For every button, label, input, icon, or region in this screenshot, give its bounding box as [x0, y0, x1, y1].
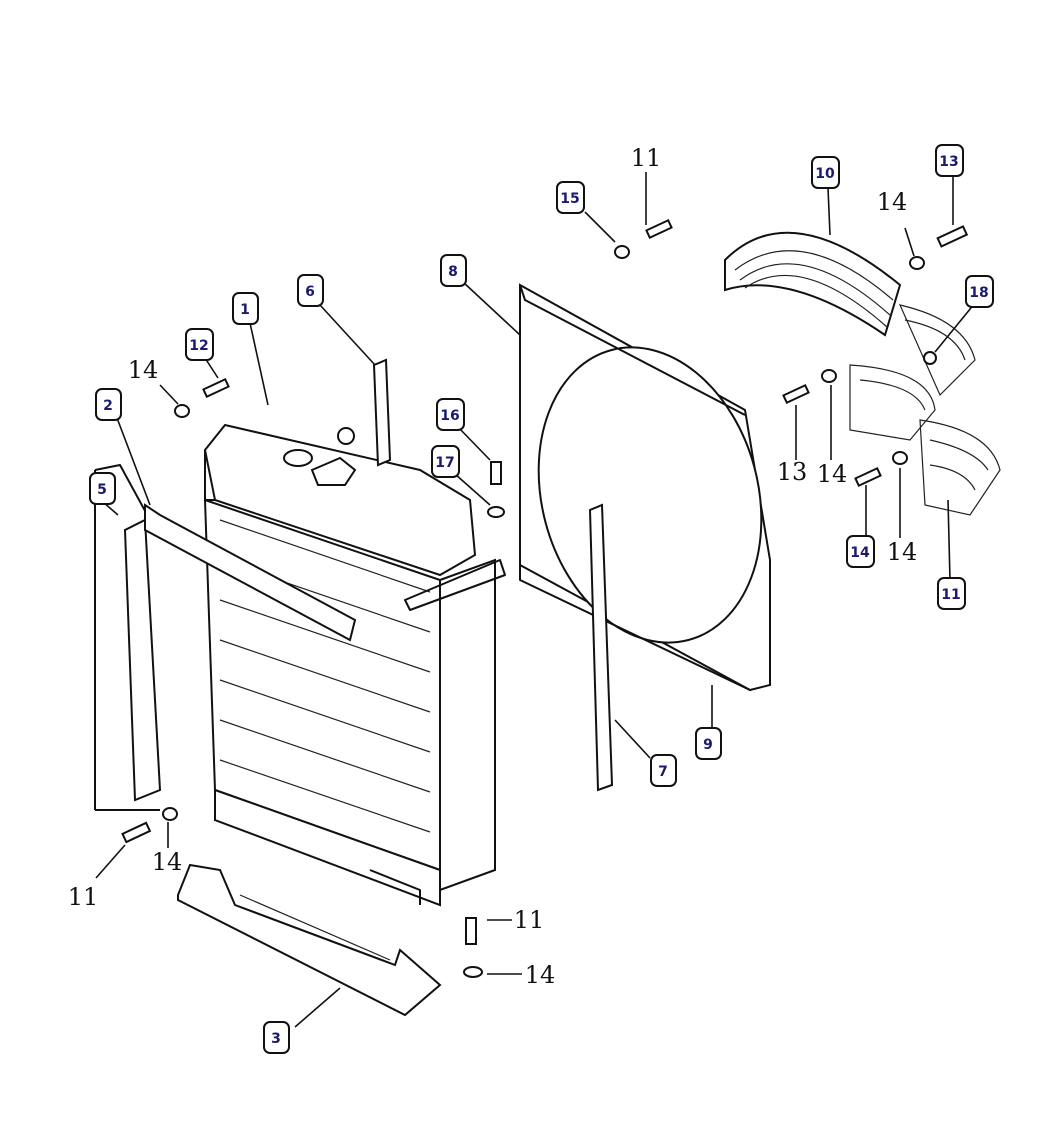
- callout-16: 16: [436, 398, 465, 431]
- callout-16-text: 16: [440, 408, 459, 424]
- callout-13-text: 13: [939, 154, 958, 170]
- callout-8-text: 8: [448, 264, 458, 280]
- side-bracket: [94, 464, 162, 811]
- callout-6-text: 6: [305, 284, 315, 300]
- fasteners: [121, 218, 969, 978]
- callout-5-text: 5: [97, 482, 107, 498]
- label-11-bottom: 11: [514, 906, 545, 934]
- seal-strip-7: [588, 503, 614, 792]
- callout-13: 13: [935, 144, 964, 177]
- callout-7-text: 7: [658, 764, 668, 780]
- callout-7: 7: [650, 754, 677, 787]
- leader-lines: [95, 172, 976, 1028]
- callout-8: 8: [440, 254, 467, 287]
- radiator-assembly: [203, 423, 506, 907]
- callout-9: 9: [695, 727, 722, 760]
- top-bracket-strip: [144, 503, 357, 642]
- bottom-plate: [177, 863, 442, 1017]
- label-13-right: 13: [777, 458, 808, 486]
- callout-1: 1: [232, 292, 259, 325]
- callouts: 1 2 3 5 6 7 8 9 10 11 12 13 14 15 16 17 …: [89, 144, 994, 1054]
- callout-12: 12: [185, 328, 214, 361]
- callout-18: 18: [965, 275, 994, 308]
- label-14-bottom: 14: [525, 961, 556, 989]
- fan-shroud: [519, 283, 771, 692]
- callout-15-text: 15: [560, 191, 579, 207]
- callout-12-text: 12: [189, 338, 208, 354]
- callout-5: 5: [89, 472, 116, 505]
- label-14-right-b: 14: [887, 538, 918, 566]
- label-14-bottom-left: 14: [152, 848, 183, 876]
- callout-17: 17: [431, 445, 460, 478]
- label-14-top-right: 14: [877, 188, 908, 216]
- callout-15: 15: [556, 181, 585, 214]
- fan-guard-quarters: [849, 304, 1001, 516]
- callout-2-text: 2: [103, 398, 113, 414]
- callout-10-text: 10: [815, 166, 835, 182]
- callout-6: 6: [297, 274, 324, 307]
- callout-14: 14: [846, 535, 875, 568]
- callout-17-text: 17: [435, 455, 454, 471]
- callout-2: 2: [95, 388, 122, 421]
- label-14-left: 14: [128, 356, 159, 384]
- plain-labels: 11 14 14 13 14 14 14 11 11 14: [68, 144, 918, 989]
- callout-18-text: 18: [969, 285, 988, 301]
- fan-guard-arc: [724, 231, 902, 337]
- callout-3-text: 3: [271, 1031, 281, 1047]
- callout-14-text: 14: [850, 545, 870, 561]
- seal-strip-6: [372, 358, 392, 467]
- label-11-bottom-left: 11: [68, 883, 99, 911]
- label-11-top: 11: [631, 144, 662, 172]
- callout-3: 3: [263, 1021, 290, 1054]
- callout-11-text: 11: [941, 587, 960, 603]
- callout-1-text: 1: [240, 302, 250, 318]
- label-14-right-a: 14: [817, 460, 848, 488]
- callout-11: 11: [937, 577, 966, 610]
- callout-9-text: 9: [703, 737, 713, 753]
- callout-10: 10: [811, 156, 840, 189]
